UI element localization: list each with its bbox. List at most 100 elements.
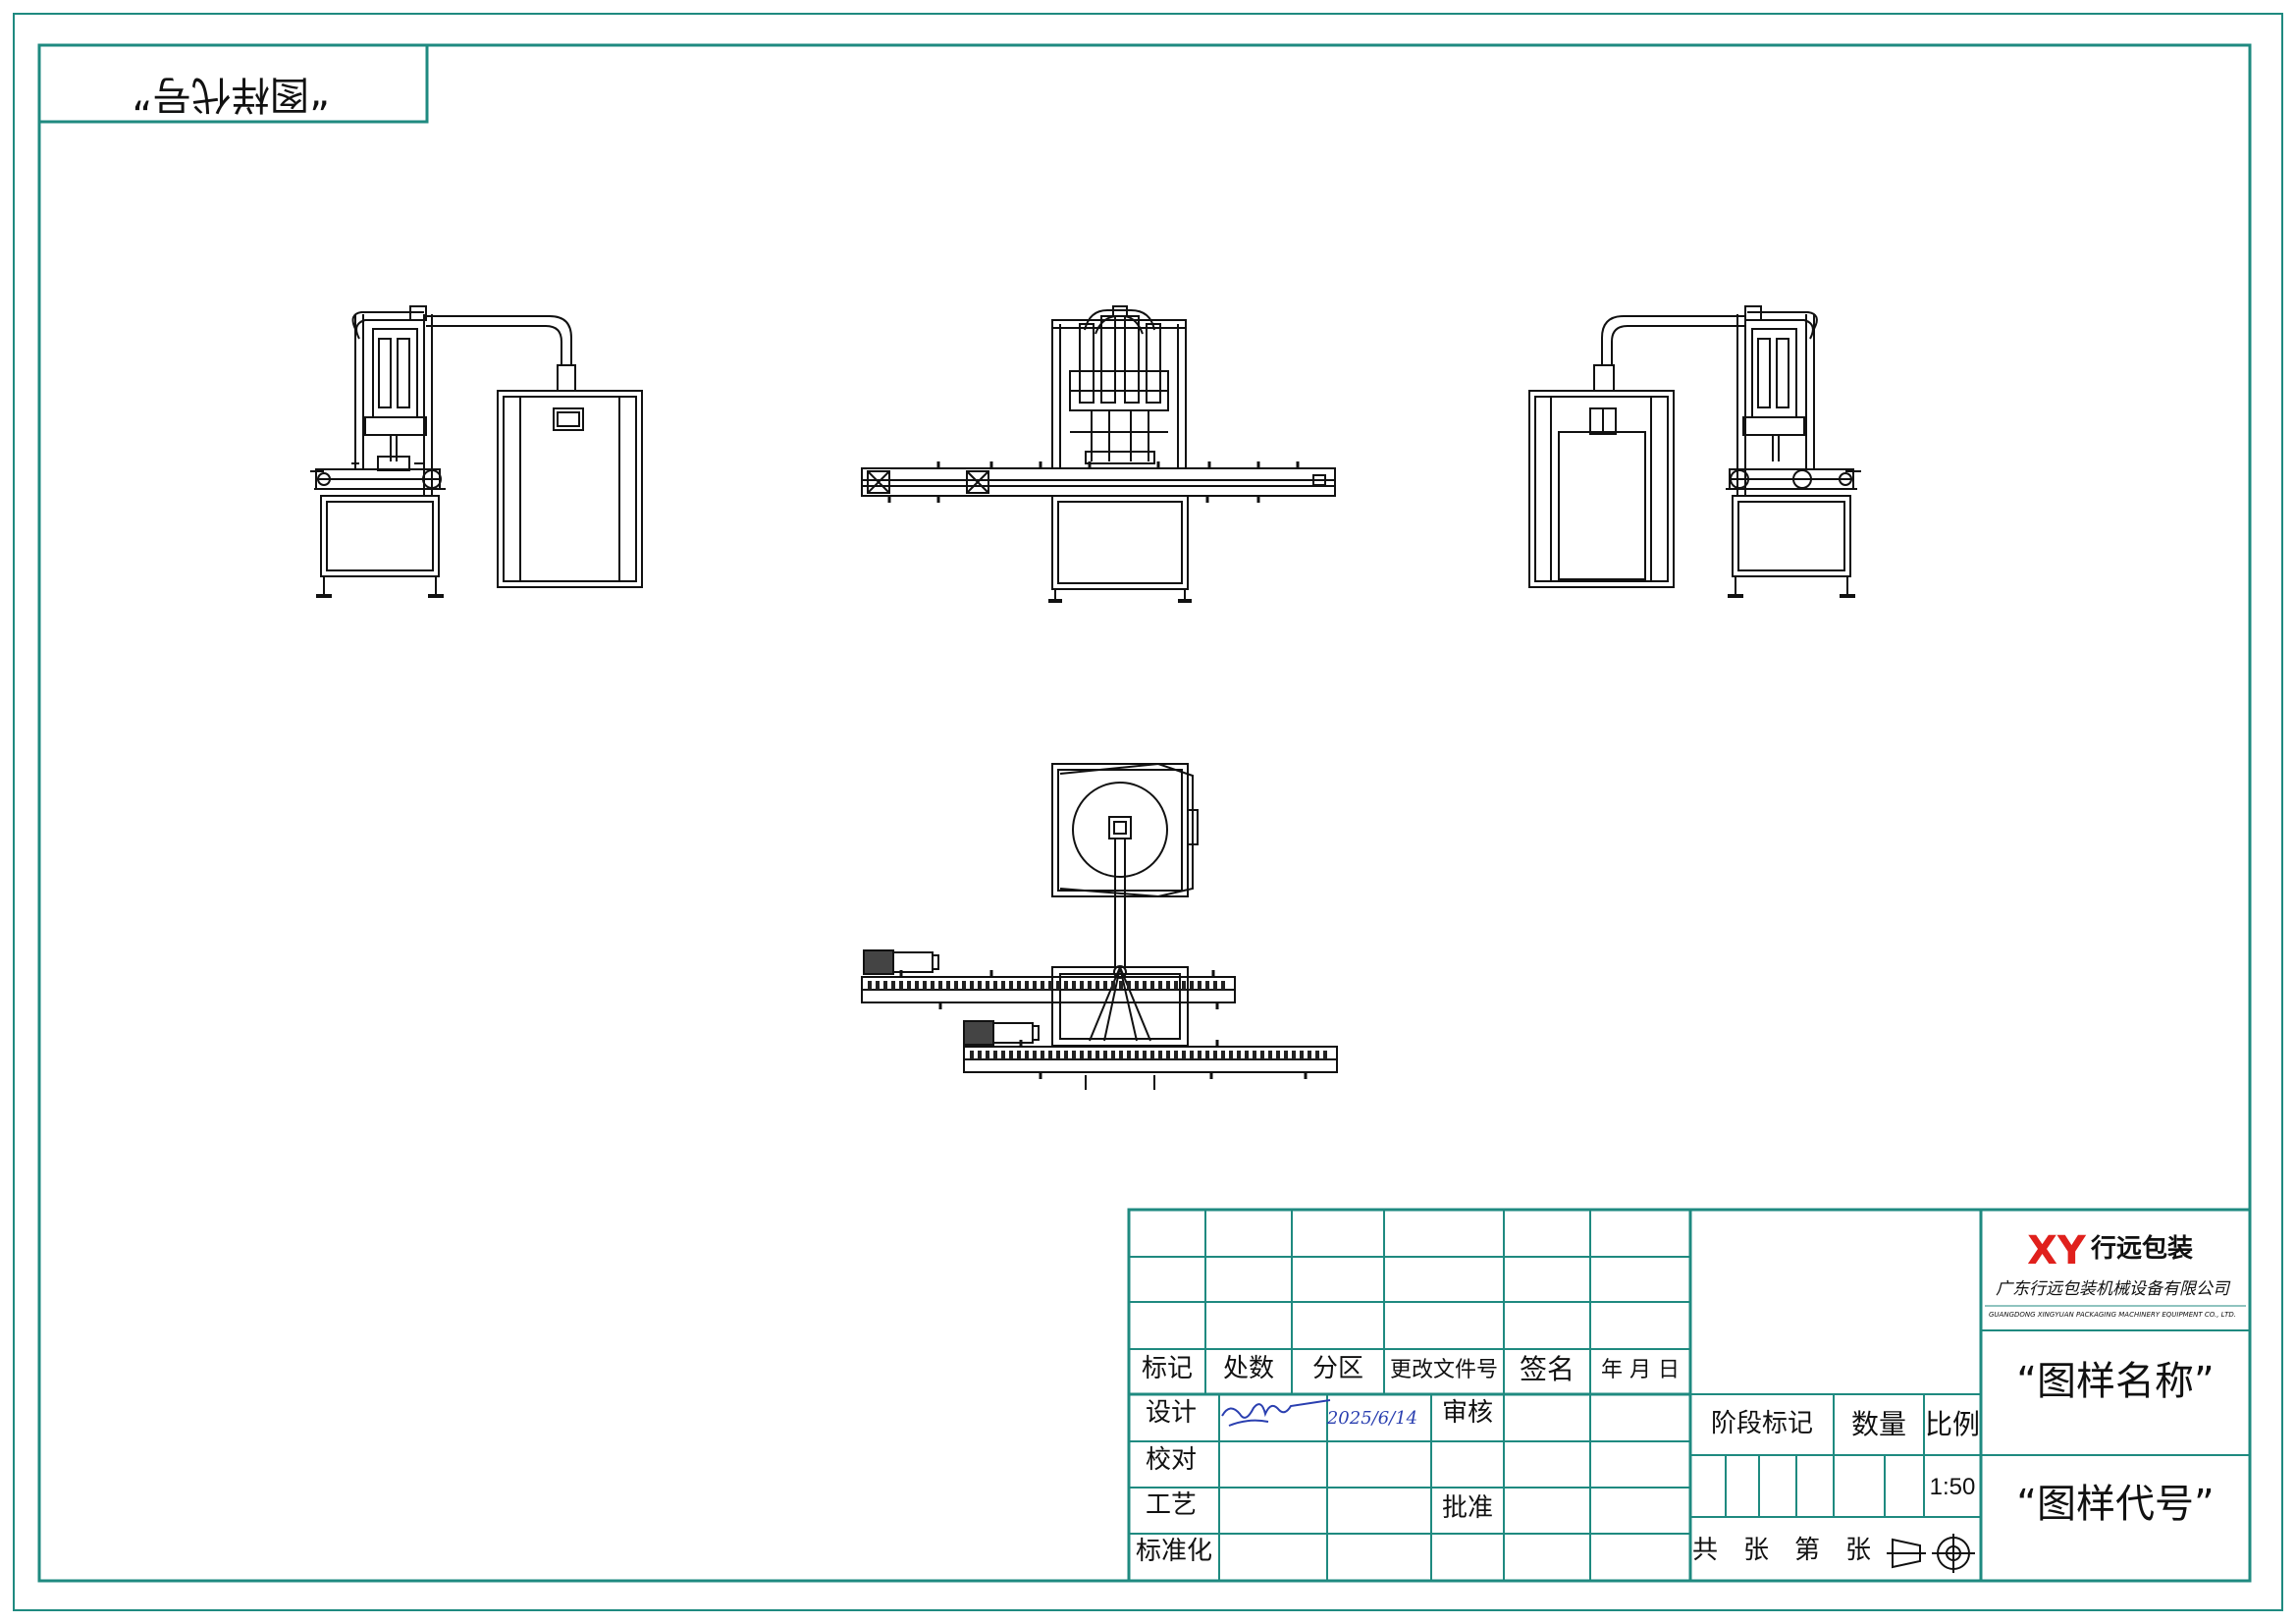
chain-link (1064, 981, 1068, 990)
chain-link (1056, 1051, 1060, 1059)
chain-link (1009, 981, 1013, 990)
chain-link (1308, 1051, 1311, 1059)
brand-name: 行远包装 (2090, 1233, 2193, 1264)
chain-link (1323, 1051, 1327, 1059)
chain-link (1095, 1051, 1099, 1059)
design-date: 2025/6/14 (1326, 1408, 1417, 1429)
chain-link (1025, 981, 1029, 990)
projection-symbol-icon (1887, 1534, 1975, 1573)
outer-frame (13, 13, 2283, 1611)
chain-link (1001, 981, 1005, 990)
chain-link (891, 981, 895, 990)
chain-link (1166, 1051, 1170, 1059)
chain-link (1205, 1051, 1209, 1059)
approve-label: 批准 (1442, 1493, 1493, 1523)
chain-link (1198, 1051, 1201, 1059)
right-side-view (1528, 305, 1861, 598)
chain-link (962, 981, 966, 990)
chain-link (1001, 1051, 1005, 1059)
chain-link (915, 981, 919, 990)
chain-link (1033, 1051, 1037, 1059)
scale-label: 比例 (1925, 1408, 1980, 1440)
chain-link (1056, 981, 1060, 990)
chain-link (1072, 981, 1076, 990)
corner-label: “图样代号” (132, 72, 329, 117)
chain-link (1300, 1051, 1304, 1059)
chain-link (1048, 981, 1052, 990)
chain-link (954, 981, 958, 990)
chain-link (1111, 1051, 1115, 1059)
chain-link (978, 1051, 982, 1059)
header-signature: 签名 (1520, 1353, 1575, 1385)
chain-link (1260, 1051, 1264, 1059)
chain-link (1025, 1051, 1029, 1059)
corner-label-box (37, 43, 429, 124)
chain-link (923, 981, 927, 990)
designer-signature (1221, 1399, 1331, 1427)
chain-link (1127, 981, 1131, 990)
chain-link (1095, 981, 1099, 990)
inner-frame (37, 43, 2252, 1583)
chain-link (946, 981, 950, 990)
chain-link (993, 981, 997, 990)
chain-link (1119, 981, 1123, 990)
review-label: 审核 (1442, 1398, 1493, 1428)
header-change-doc: 更改文件号 (1390, 1358, 1498, 1382)
company-name-en: GUANGDONG XINGYUAN PACKAGING MACHINERY E… (1989, 1311, 2236, 1319)
front-view (861, 305, 1336, 603)
chain-link (1315, 1051, 1319, 1059)
chain-link (1150, 981, 1154, 990)
chain-link (1103, 981, 1107, 990)
process-label: 工艺 (1146, 1490, 1197, 1520)
chain-link (1284, 1051, 1288, 1059)
chain-link (1041, 981, 1044, 990)
chain-link (1221, 1051, 1225, 1059)
company-logo: XY 行远包装 广东行远包装机械设备有限公司 GUANGDONG XINGYUA… (1989, 1228, 2236, 1319)
chain-link (1174, 1051, 1178, 1059)
chain-link (1150, 1051, 1154, 1059)
chain-link (1158, 981, 1162, 990)
top-view-chain-links (868, 981, 1327, 1059)
chain-link (907, 981, 911, 990)
chain-link (1072, 1051, 1076, 1059)
chain-link (1033, 981, 1037, 990)
chain-link (876, 981, 880, 990)
chain-link (1111, 981, 1115, 990)
chain-link (1135, 1051, 1139, 1059)
title-block (1127, 1208, 2252, 1583)
chain-link (1143, 1051, 1147, 1059)
drawing-name: “图样名称” (2016, 1359, 2214, 1404)
revision-headers: 标记 处数 分区 更改文件号 签名 年 月 日 (1142, 1353, 1680, 1385)
chain-link (1103, 1051, 1107, 1059)
check-label: 校对 (1146, 1445, 1197, 1475)
chain-link (1190, 1051, 1194, 1059)
chain-link (993, 1051, 997, 1059)
chain-link (1190, 981, 1194, 990)
chain-link (1017, 1051, 1021, 1059)
chain-link (1253, 1051, 1256, 1059)
chain-link (986, 1051, 989, 1059)
chain-link (1080, 1051, 1084, 1059)
quantity-label: 数量 (1851, 1408, 1906, 1440)
chain-link (868, 981, 872, 990)
chain-link (1143, 981, 1147, 990)
chain-link (1229, 1051, 1233, 1059)
chain-link (1198, 981, 1201, 990)
chain-link (1182, 1051, 1186, 1059)
stage-label: 阶段标记 (1711, 1409, 1813, 1438)
header-zone: 分区 (1312, 1354, 1363, 1383)
chain-link (1119, 1051, 1123, 1059)
chain-link (1080, 981, 1084, 990)
chain-link (1009, 1051, 1013, 1059)
chain-link (1205, 981, 1209, 990)
chain-link (1292, 1051, 1296, 1059)
chain-link (883, 981, 887, 990)
chain-link (899, 981, 903, 990)
chain-link (1048, 1051, 1052, 1059)
chain-link (931, 981, 934, 990)
sheets-label: 共 张 第 张 (1692, 1536, 1871, 1565)
top-view (861, 762, 1338, 1090)
chain-link (938, 981, 942, 990)
chain-link (1213, 981, 1217, 990)
